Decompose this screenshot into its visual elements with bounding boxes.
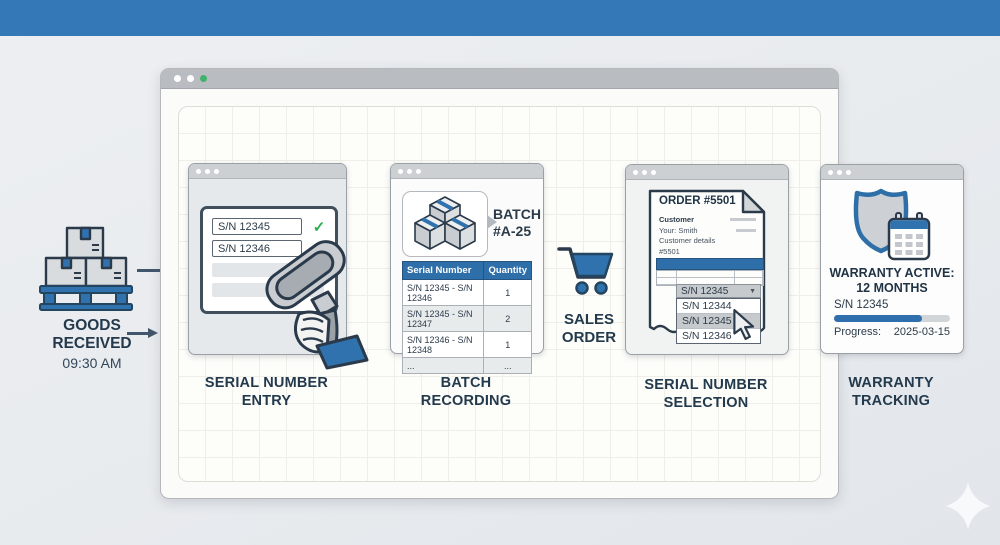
table-row: S/N 12345 - S/N 12346 1 [401, 279, 532, 306]
order-number-title: ORDER #5501 [659, 195, 736, 207]
panel-batch-recording: BATCH #A-25 Serial Number Quantity S/N 1… [390, 163, 544, 374]
caption-sales-order: SALES ORDER [561, 311, 617, 346]
caption-serial-selection: SERIAL NUMBER SELECTION [644, 377, 768, 412]
browser-titlebar [161, 69, 838, 89]
warranty-progress-bar [834, 315, 950, 322]
window-dot-green [200, 75, 207, 82]
serial-dropdown[interactable]: S/N 12345 ▼ [676, 284, 761, 298]
mouse-cursor-icon [733, 309, 755, 340]
arrow-goods-to-entry [137, 269, 175, 272]
warranty-progress-fill [834, 315, 923, 322]
panel-warranty-tracking: WARRANTY ACTIVE: 12 MONTHS S/N 12345 Pro… [820, 164, 964, 354]
caption-warranty-tracking: WARRANTY TRACKING [848, 375, 934, 410]
sparkle-icon [946, 482, 990, 530]
placeholder-line [736, 229, 756, 232]
goods-received-label: GOODS RECEIVED [52, 317, 132, 352]
progress-label: Progress: [834, 326, 882, 338]
scan-screen: S/N 12345 ✓ S/N 12346 ✓ [200, 206, 338, 314]
customer-details-block: Customer Your: Smith Customer details #5… [659, 215, 715, 257]
dropdown-option[interactable]: S/N 12346 [682, 330, 732, 342]
check-icon: ✓ [312, 219, 326, 236]
top-brand-bar [0, 0, 1000, 36]
window-dot [174, 75, 181, 82]
placeholder-line [730, 218, 756, 221]
warranty-status-text: WARRANTY ACTIVE: 12 MONTHS [829, 266, 955, 295]
chevron-down-icon: ▼ [749, 287, 756, 295]
order-table-header [656, 258, 764, 270]
panel-serial-number-entry: S/N 12345 ✓ S/N 12346 ✓ [188, 163, 369, 370]
panel-serial-number-selection: ORDER #5501 Customer Your: Smith Custome… [625, 164, 789, 355]
mini-titlebar [626, 165, 788, 180]
warranty-serial-number: S/N 12345 [834, 299, 889, 311]
mini-titlebar [391, 164, 543, 179]
warranty-expiry-date: 2025-03-15 [893, 326, 950, 338]
customer-name: Your: Smith [659, 225, 698, 235]
table-row: S/N 12345 - S/N 12347 2 [401, 305, 532, 332]
batch-bubble [402, 191, 497, 257]
mini-titlebar [189, 164, 346, 179]
serial-input-2[interactable]: S/N 12346 [212, 240, 302, 257]
batch-number-badge: BATCH #A-25 [493, 206, 541, 239]
pallet-boxes-icon [39, 226, 133, 311]
table-row: ... ... [401, 357, 532, 374]
shopping-cart-icon [557, 247, 614, 295]
caption-batch-recording: BATCH RECORDING [420, 375, 512, 410]
serial-input-1[interactable]: S/N 12345 [212, 218, 302, 235]
stacked-boxes-icon [414, 196, 476, 250]
mini-titlebar [821, 165, 963, 180]
shield-calendar-icon [853, 188, 931, 261]
customer-heading: Customer [659, 215, 695, 224]
col-serial-number: Serial Number [401, 261, 485, 280]
dropdown-value: S/N 12345 [681, 285, 729, 297]
window-dot [187, 75, 194, 82]
table-row: S/N 12346 - S/N 12348 1 [401, 331, 532, 358]
batch-table: Serial Number Quantity S/N 12345 - S/N 1… [401, 261, 532, 374]
col-quantity: Quantity [483, 261, 532, 280]
dropdown-option[interactable]: S/N 12344 [677, 299, 760, 314]
arrow-goods-secondary [127, 332, 149, 335]
barcode-scanner-hand-icon [265, 240, 369, 370]
goods-received-time: 09:30 AM [62, 355, 122, 371]
order-ref: #5501 [659, 246, 680, 256]
customer-details: Customer details [659, 236, 716, 245]
caption-serial-entry: SERIAL NUMBER ENTRY [204, 375, 329, 410]
